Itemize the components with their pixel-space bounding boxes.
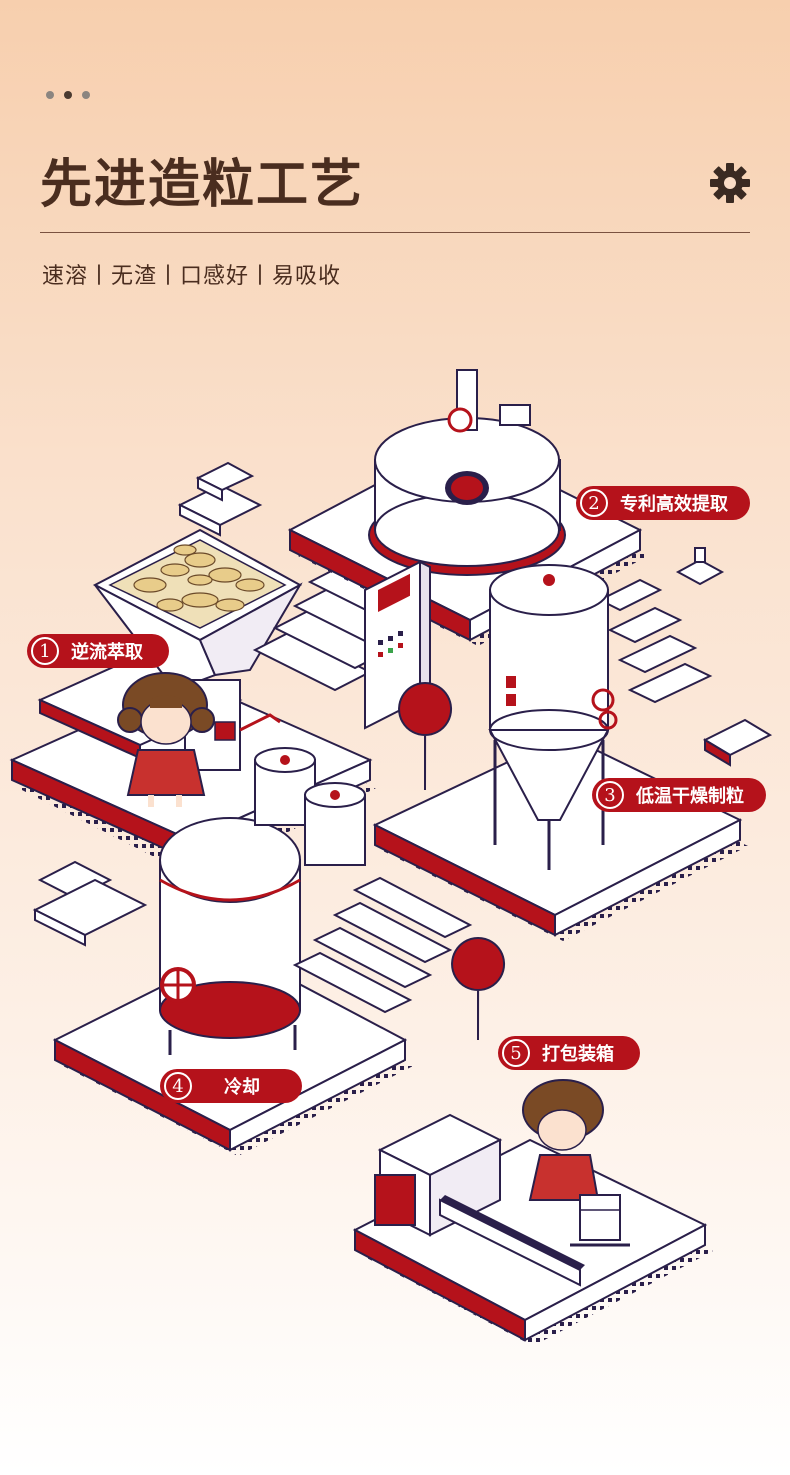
step-label-4: 4 冷却 [160, 1069, 302, 1103]
step-text: 逆流萃取 [71, 642, 143, 663]
brand-logo-icon [398, 682, 506, 1041]
step-number: 5 [502, 1039, 530, 1067]
gear-icon[interactable] [708, 161, 752, 205]
boxes-cart [570, 1194, 630, 1247]
header-divider [40, 232, 750, 233]
packing-machine [374, 1113, 585, 1287]
worker-character-2 [522, 1079, 604, 1201]
page-dot [46, 91, 54, 99]
step-text: 专利高效提取 [620, 494, 728, 515]
step-number: 2 [580, 489, 608, 517]
spray-dryer-tower [488, 564, 618, 870]
step-text: 打包装箱 [542, 1044, 614, 1065]
step-label-2: 2 专利高效提取 [576, 486, 750, 520]
page-dot [82, 91, 90, 99]
step-number: 1 [31, 637, 59, 665]
storage-barrels [254, 747, 366, 866]
process-illustration [9, 369, 773, 1346]
worker-character-1 [117, 672, 215, 807]
step-text: 冷却 [224, 1077, 260, 1098]
control-panel [364, 560, 431, 730]
step-number: 4 [164, 1072, 192, 1100]
step-label-3: 3 低温干燥制粒 [592, 778, 766, 812]
step-label-5: 5 打包装箱 [498, 1036, 640, 1070]
small-block-right [675, 547, 773, 767]
ginger-hopper [92, 528, 303, 771]
step-label-1: 1 逆流萃取 [27, 634, 169, 668]
page-indicator [46, 91, 90, 99]
platform-drying [372, 733, 748, 941]
step-text: 低温干燥制粒 [636, 786, 744, 807]
stairs-middle [292, 876, 473, 1014]
page-dot-active [64, 91, 72, 99]
stacked-blocks [177, 461, 263, 537]
platform-cooling [52, 948, 413, 1156]
step-number: 3 [596, 781, 624, 809]
feature-tagline: 速溶丨无渣丨口感好丨易吸收 [42, 264, 342, 289]
stairs-right [597, 578, 713, 704]
extraction-tank [368, 369, 566, 576]
cooling-tank [159, 817, 301, 1055]
page-title: 先进造粒工艺 [40, 155, 365, 215]
small-block-left [32, 860, 148, 947]
